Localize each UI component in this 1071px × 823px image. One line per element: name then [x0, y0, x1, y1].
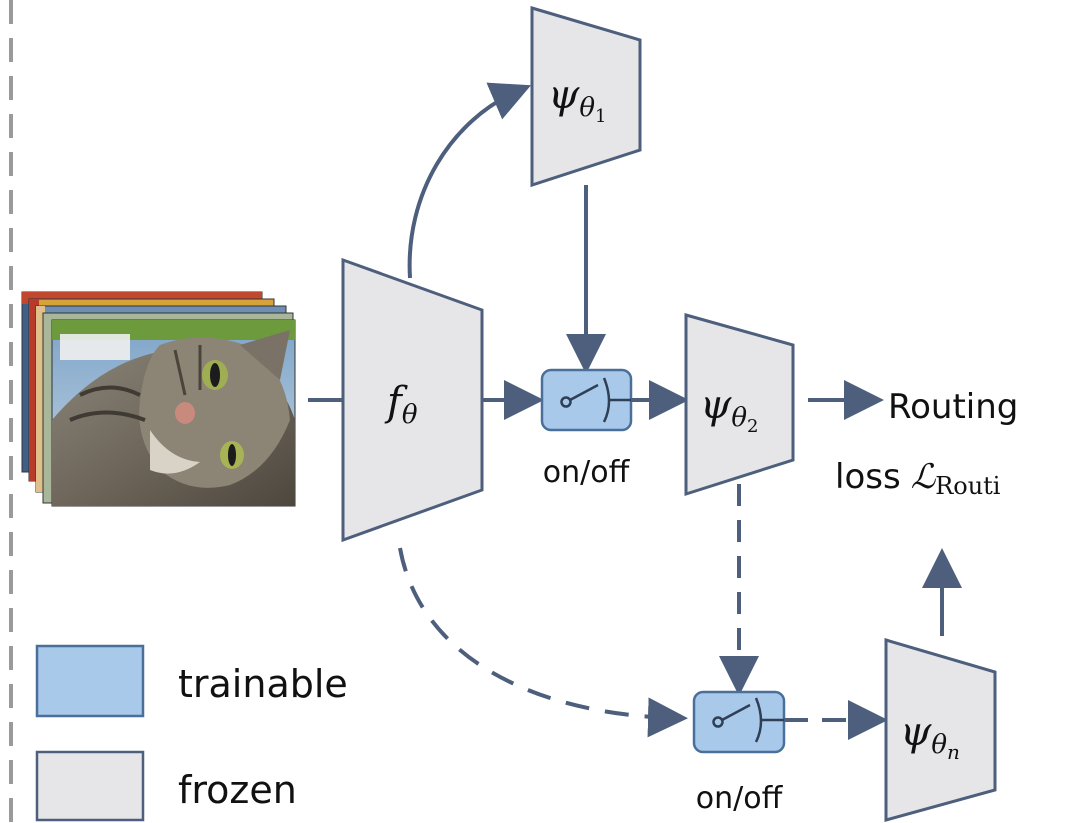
stack-image-3-strip: [36, 306, 45, 492]
legend-trainable-label: trainable: [178, 662, 348, 706]
input-image-stack: [21, 291, 296, 507]
encoder-block: [341, 257, 484, 543]
arrow-encoder-to-head1: [407, 82, 532, 279]
headn-block: [884, 637, 997, 822]
head2-label: ψθ2: [700, 382, 758, 437]
head1-label: ψθ1: [548, 72, 606, 127]
switch1-label: on/off: [543, 455, 631, 490]
routing-label: Routing: [888, 387, 1018, 427]
cat-photo: [51, 319, 296, 507]
head1-block: [530, 5, 642, 188]
arrow-encoder-to-switch2: [398, 547, 688, 738]
head2-block: [684, 313, 795, 497]
legend-trainable-swatch: [35, 644, 145, 718]
switch2-label: on/off: [696, 781, 784, 816]
stack-image-2-strip: [29, 299, 39, 481]
legend-frozen-swatch: [35, 750, 145, 822]
legend-frozen-label: frozen: [178, 768, 297, 812]
encoder-label: fθ: [384, 379, 418, 430]
switch1: [540, 368, 633, 432]
switch2: [692, 690, 786, 754]
legend: trainable frozen: [35, 644, 348, 822]
headn-label: ψθn: [900, 709, 960, 764]
